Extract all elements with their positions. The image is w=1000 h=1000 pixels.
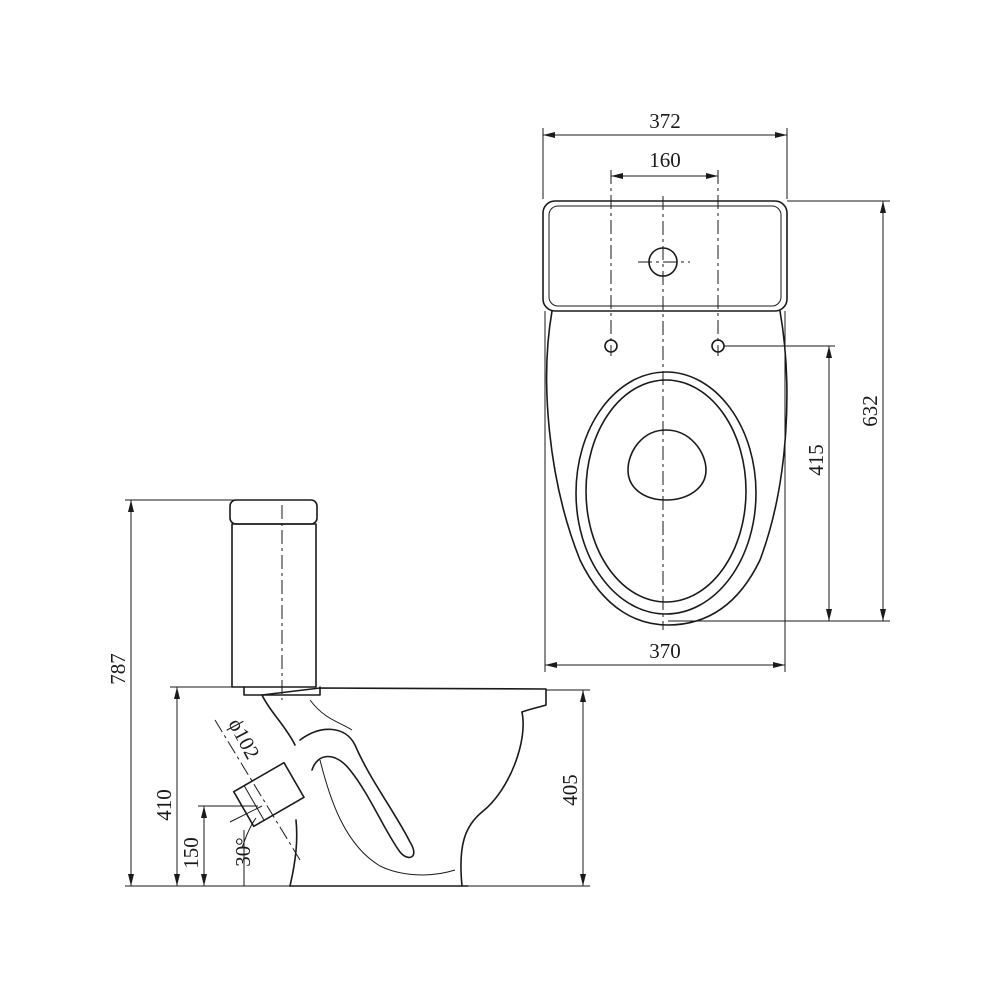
seat-inner-top bbox=[585, 379, 747, 603]
dim-label-outlet-height: 150 bbox=[179, 837, 203, 869]
tank-lid-side bbox=[229, 499, 318, 525]
dim-label-tank-width: 372 bbox=[649, 109, 681, 133]
seat-outer-top bbox=[575, 371, 757, 615]
dim-label-rim-height: 410 bbox=[152, 789, 176, 821]
drain-opening-top bbox=[627, 429, 707, 501]
outlet-pipe-side bbox=[232, 761, 305, 828]
tank-body-side bbox=[231, 523, 317, 688]
tank-inner-outline-top bbox=[548, 205, 782, 307]
dim-label-hole-spacing: 160 bbox=[649, 148, 681, 172]
trapway-side bbox=[299, 728, 415, 859]
bowl-outer-side bbox=[460, 711, 524, 887]
tank-outline-top bbox=[542, 200, 788, 312]
dim-label-bowl-length: 415 bbox=[804, 444, 828, 476]
dim-label-total-height: 787 bbox=[106, 653, 130, 685]
dim-label-total-length: 632 bbox=[858, 395, 882, 427]
dim-label-bowl-width: 370 bbox=[649, 639, 681, 663]
dim-label-outlet-diameter: ϕ102 bbox=[224, 714, 265, 763]
flush-button-top bbox=[648, 247, 678, 277]
top-view: 372 160 632 415 370 bbox=[542, 109, 890, 672]
dim-label-outlet-angle: 30° bbox=[231, 837, 255, 866]
bowl-outline-top bbox=[545, 310, 788, 626]
bowl-rim-side bbox=[261, 687, 547, 713]
dim-label-bowl-height: 405 bbox=[558, 774, 582, 806]
side-view: ϕ102 30° 787 410 150 405 bbox=[106, 499, 590, 887]
